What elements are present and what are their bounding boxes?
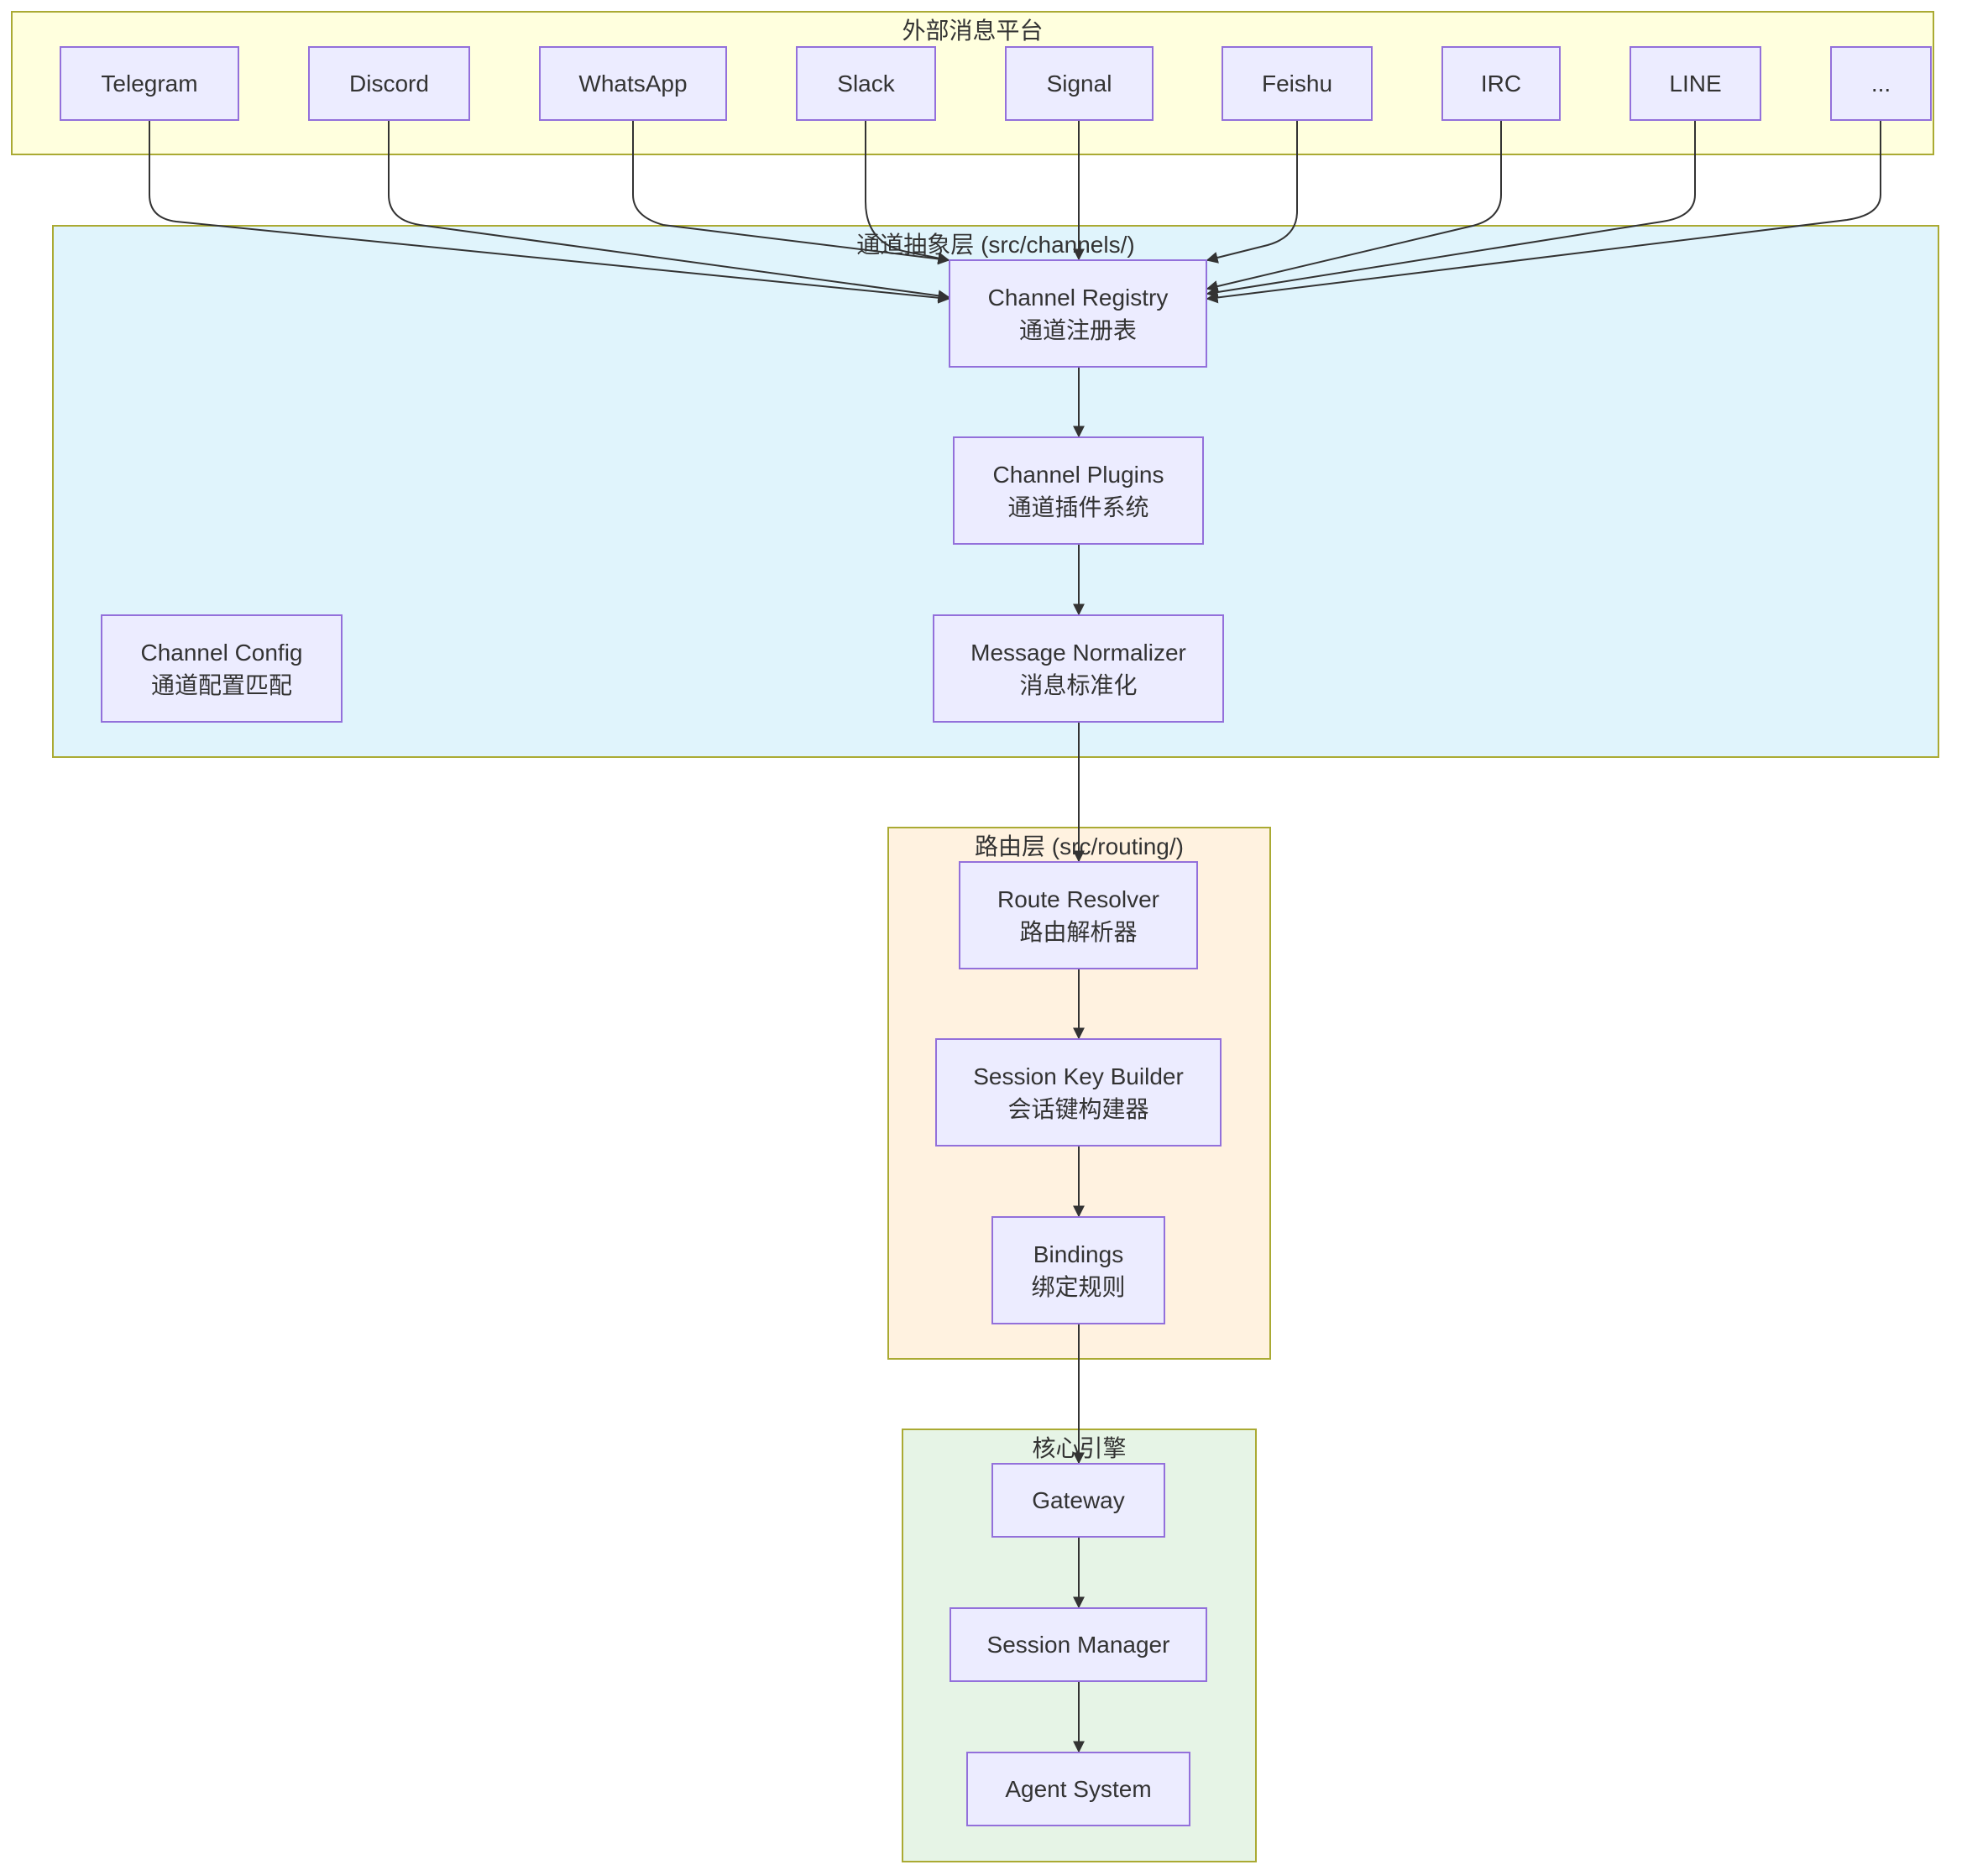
channel-config-node[interactable]: Channel Config 通道配置匹配 [101,614,343,723]
session-key-builder-sublabel: 会话键构建器 [1007,1095,1149,1122]
bindings-sublabel: 绑定规则 [1031,1273,1126,1300]
bindings-node[interactable]: Bindings 绑定规则 [991,1216,1165,1324]
cluster-title-channels: 通道抽象层 (src/channels/) [856,232,1135,258]
feishu-node[interactable]: Feishu [1222,46,1373,121]
gateway-label: Gateway [1032,1487,1125,1513]
discord-label: Discord [349,71,429,97]
agent-system-label: Agent System [1005,1776,1152,1802]
whatsapp-label: WhatsApp [578,71,688,97]
signal-node[interactable]: Signal [1005,46,1154,121]
gateway-node[interactable]: Gateway [991,1463,1165,1538]
message-normalizer-sublabel: 消息标准化 [1019,671,1138,698]
cluster-title-routing: 路由层 (src/routing/) [975,833,1184,859]
channel-config-label: Channel Config [140,639,303,666]
channel-registry-label: Channel Registry [987,284,1169,311]
telegram-label: Telegram [101,71,198,97]
channel-plugins-node[interactable]: Channel Plugins 通道插件系统 [953,436,1204,545]
route-resolver-sublabel: 路由解析器 [1019,918,1138,945]
slack-label: Slack [837,71,895,97]
message-normalizer-node[interactable]: Message Normalizer 消息标准化 [933,614,1224,723]
channel-registry-sublabel: 通道注册表 [1018,316,1137,343]
channel-registry-node[interactable]: Channel Registry 通道注册表 [949,259,1207,368]
telegram-node[interactable]: Telegram [60,46,239,121]
session-key-builder-node[interactable]: Session Key Builder 会话键构建器 [935,1038,1222,1147]
route-resolver-node[interactable]: Route Resolver 路由解析器 [959,861,1198,969]
irc-node[interactable]: IRC [1441,46,1561,121]
session-manager-label: Session Manager [986,1632,1170,1658]
channel-plugins-label: Channel Plugins [992,461,1164,488]
discord-node[interactable]: Discord [308,46,470,121]
signal-label: Signal [1046,71,1112,97]
channel-config-sublabel: 通道配置匹配 [150,671,292,698]
route-resolver-label: Route Resolver [997,885,1159,912]
irc-label: IRC [1480,71,1522,97]
feishu-label: Feishu [1261,71,1333,97]
slack-node[interactable]: Slack [796,46,936,121]
cluster-title-core: 核心引擎 [1032,1435,1127,1461]
channel-plugins-sublabel: 通道插件系统 [1007,494,1149,520]
agent-system-node[interactable]: Agent System [966,1752,1190,1826]
session-key-builder-label: Session Key Builder [973,1063,1184,1089]
line-label: LINE [1669,71,1722,97]
message-normalizer-label: Message Normalizer [970,639,1186,666]
more-platforms-node[interactable]: ... [1830,46,1932,121]
session-manager-node[interactable]: Session Manager [950,1607,1207,1682]
bindings-label: Bindings [1033,1241,1124,1267]
more-platforms-label: ... [1870,71,1891,97]
cluster-title-platforms: 外部消息平台 [902,18,1044,44]
line-node[interactable]: LINE [1630,46,1761,121]
whatsapp-node[interactable]: WhatsApp [539,46,727,121]
